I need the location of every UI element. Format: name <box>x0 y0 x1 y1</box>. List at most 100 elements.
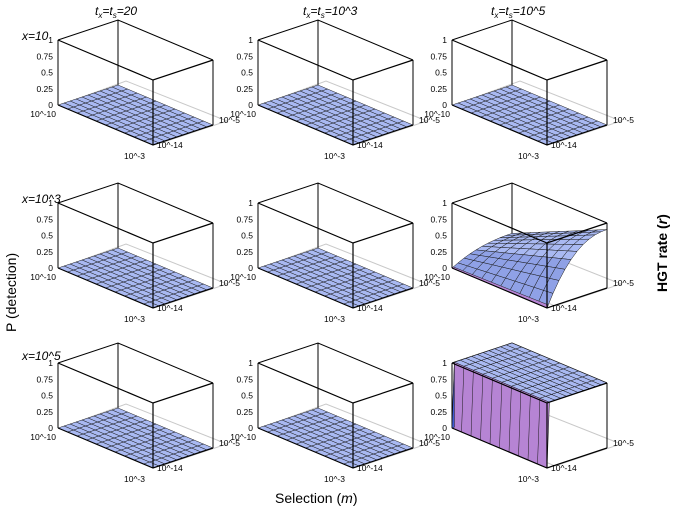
m-tick-label: 10^-10 <box>230 432 256 442</box>
m-tick-label: 10^-10 <box>424 109 450 119</box>
z-tick-label: 0.25 <box>236 247 253 257</box>
r-tick-label: 10^-5 <box>219 278 240 288</box>
r-axis-label: HGT rate (r) <box>654 214 670 292</box>
z-tick-label: 0.25 <box>36 84 53 94</box>
m-tick-label: 10^-3 <box>324 151 345 161</box>
m-tick-label: 10^-3 <box>324 314 345 324</box>
r-tick-label: 10^-5 <box>219 438 240 448</box>
r-tick-label: 10^-14 <box>157 140 183 150</box>
box-back-top <box>257 342 414 384</box>
m-tick-label: 10^-10 <box>30 109 56 119</box>
wall-mesh <box>537 398 541 465</box>
z-tick-label: 0 <box>442 100 447 110</box>
z-tick-label: 0.75 <box>236 374 253 384</box>
r-tick-label: 10^-5 <box>419 115 440 125</box>
x-axis-label: Selection (m) <box>275 490 358 506</box>
col-title-1: tx=ts=20 <box>95 4 137 20</box>
z-tick-label: 0.25 <box>430 247 447 257</box>
m-tick-label: 10^-3 <box>124 474 145 484</box>
box-back-top <box>451 19 608 61</box>
z-tick-label: 0.5 <box>41 391 53 401</box>
z-tick-label: 0.25 <box>36 407 53 417</box>
r-tick-label: 10^-5 <box>219 115 240 125</box>
z-tick-label: 1 <box>248 358 253 368</box>
z-tick-label: 0.5 <box>241 68 253 78</box>
row-title-1: x=10 <box>21 29 49 43</box>
row-title-3: x=10^5 <box>21 349 61 363</box>
z-tick-label: 0.25 <box>430 407 447 417</box>
z-tick-label: 0 <box>248 100 253 110</box>
box-front-top <box>257 39 414 81</box>
wall-mesh <box>489 378 493 445</box>
col-title-3: tx=ts=10^5 <box>491 4 546 20</box>
box-back-top <box>257 19 414 61</box>
box-front-top <box>257 362 414 404</box>
z-tick-label: 0 <box>248 423 253 433</box>
r-tick-label: 10^-14 <box>157 303 183 313</box>
wall-mesh <box>527 394 531 461</box>
box-front-top <box>451 39 608 81</box>
m-tick-label: 10^-10 <box>230 272 256 282</box>
panels-layer: 10.750.50.25010^-1010^-310^-510^-1410.75… <box>30 19 634 484</box>
wall-mesh <box>461 366 465 433</box>
z-tick-label: 0.5 <box>41 68 53 78</box>
z-tick-label: 1 <box>248 198 253 208</box>
z-tick-label: 1 <box>248 35 253 45</box>
r-tick-label: 10^-5 <box>613 115 634 125</box>
box-front-top <box>57 39 214 81</box>
z-tick-label: 1 <box>442 358 447 368</box>
z-tick-label: 0.5 <box>435 68 447 78</box>
z-tick-label: 0.75 <box>430 214 447 224</box>
box-back-top <box>257 182 414 224</box>
m-tick-label: 10^-10 <box>30 272 56 282</box>
r-tick-label: 10^-14 <box>157 463 183 473</box>
box-front-top <box>57 202 214 244</box>
box-back-top <box>57 19 214 61</box>
m-tick-label: 10^-3 <box>518 474 539 484</box>
z-tick-label: 1 <box>48 358 53 368</box>
z-tick-label: 0.25 <box>236 84 253 94</box>
m-tick-label: 10^-3 <box>124 151 145 161</box>
wall-mesh <box>470 370 474 437</box>
r-tick-label: 10^-5 <box>419 438 440 448</box>
r-tick-label: 10^-5 <box>613 278 634 288</box>
z-tick-label: 0.5 <box>435 231 447 241</box>
z-tick-label: 0 <box>48 263 53 273</box>
r-tick-label: 10^-14 <box>551 140 577 150</box>
m-tick-label: 10^-3 <box>518 314 539 324</box>
wall-mesh <box>480 374 484 441</box>
z-tick-label: 0 <box>48 423 53 433</box>
m-tick-label: 10^-10 <box>424 272 450 282</box>
z-tick-label: 0.75 <box>430 374 447 384</box>
z-tick-label: 0 <box>248 263 253 273</box>
z-tick-label: 0.5 <box>435 391 447 401</box>
z-tick-label: 0.75 <box>36 51 53 61</box>
box-back-top <box>57 182 214 224</box>
z-tick-label: 0.25 <box>236 407 253 417</box>
box-back-top <box>57 342 214 384</box>
z-tick-label: 0.75 <box>36 214 53 224</box>
r-tick-label: 10^-14 <box>357 463 383 473</box>
z-tick-label: 0.5 <box>241 391 253 401</box>
z-tick-label: 1 <box>48 35 53 45</box>
z-tick-label: 0.25 <box>430 84 447 94</box>
box-front-top <box>257 202 414 244</box>
z-tick-label: 0 <box>442 263 447 273</box>
m-tick-label: 10^-3 <box>518 151 539 161</box>
m-tick-label: 10^-10 <box>424 432 450 442</box>
m-tick-label: 10^-10 <box>230 109 256 119</box>
box-front-top <box>57 362 214 404</box>
r-tick-label: 10^-14 <box>357 303 383 313</box>
z-tick-label: 0.5 <box>41 231 53 241</box>
z-tick-label: 0 <box>442 423 447 433</box>
z-tick-label: 1 <box>48 198 53 208</box>
